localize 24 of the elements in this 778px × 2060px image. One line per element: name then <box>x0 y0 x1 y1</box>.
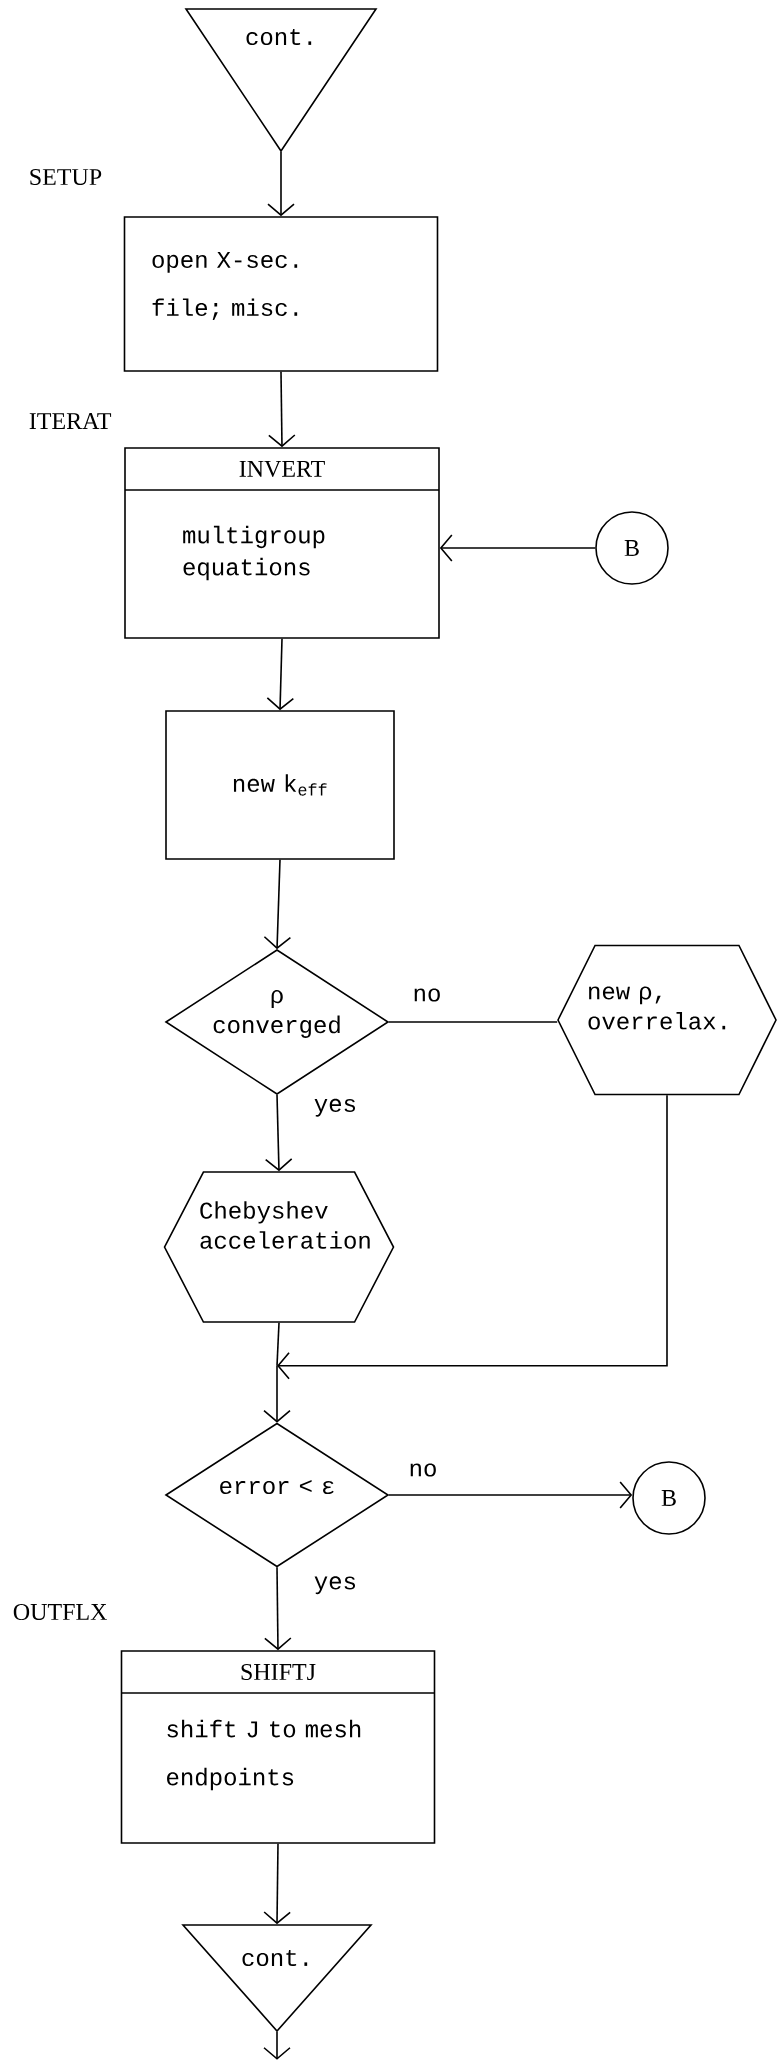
arrow <box>263 1843 291 1925</box>
arrow <box>264 1094 293 1172</box>
arrow <box>388 1481 633 1509</box>
arrow <box>268 371 296 448</box>
process-box: new k$_{eff}$ <box>165 710 395 860</box>
arrow <box>266 638 295 711</box>
preparation-hexagon: new ρ, overrelax. <box>557 944 777 1096</box>
arrow <box>267 151 295 217</box>
subroutine-box: INVERT multigroup equations <box>124 447 440 639</box>
routine-name: SETUP <box>30 168 102 186</box>
arrow <box>277 1094 668 1380</box>
subroutine-box: SHIFTJ shift J to mesh endpoints <box>120 1650 436 1844</box>
arrow <box>263 1364 291 1423</box>
process-box: open X-sec. file; misc. <box>123 216 439 372</box>
edge-label: no <box>407 1462 439 1478</box>
edge-label: no <box>411 987 443 1003</box>
arrow <box>263 859 292 950</box>
routine-name: OUTFLX <box>13 1603 107 1621</box>
preparation-hexagon: Chebyshev acceleration <box>163 1171 395 1323</box>
arrow <box>264 1566 292 1651</box>
edge-label: yes <box>312 1575 358 1596</box>
arrow <box>439 534 596 562</box>
edge-label: yes <box>312 1097 358 1118</box>
routine-name: ITERAT <box>29 413 112 429</box>
